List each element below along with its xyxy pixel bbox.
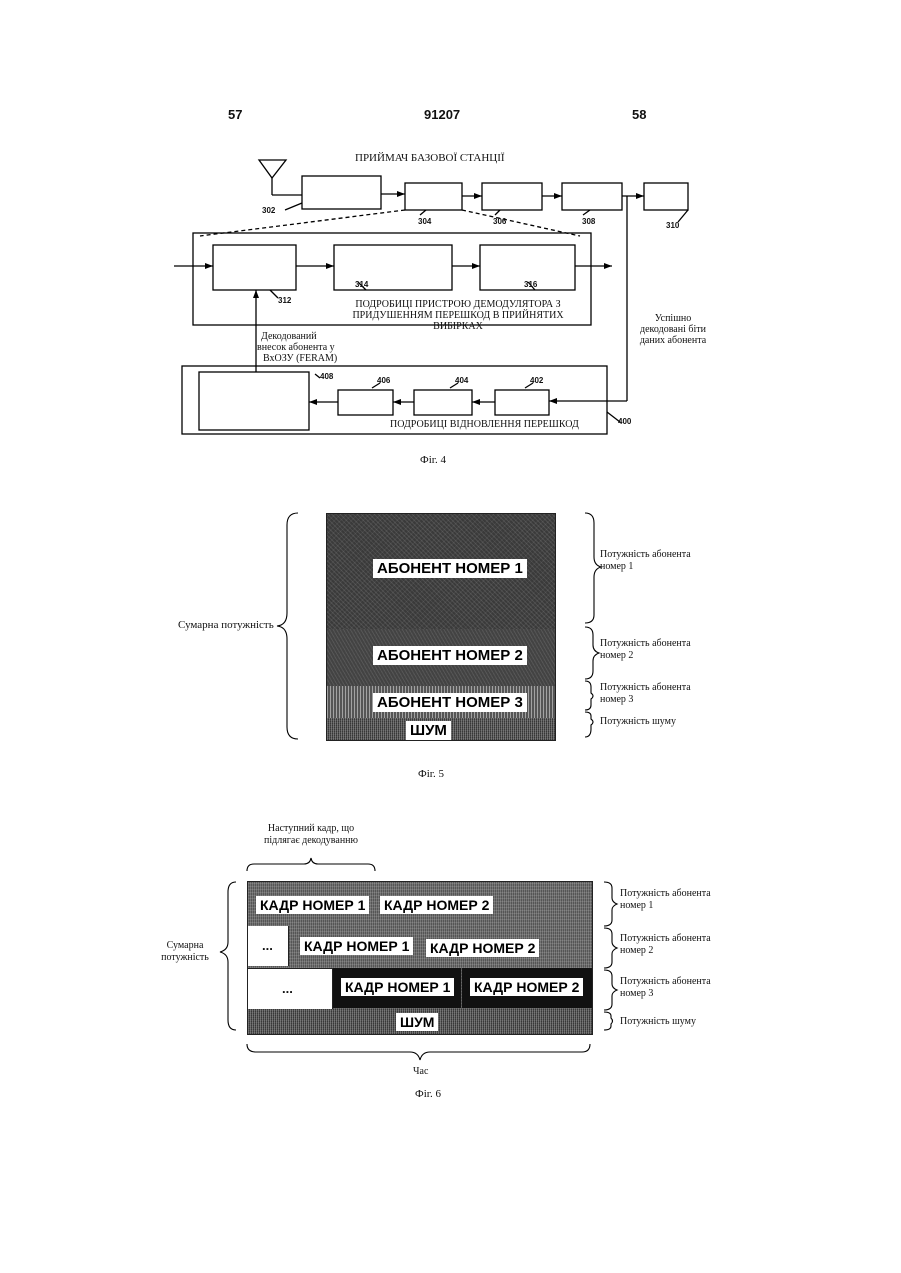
fig6-right-label-1: Потужність абонента номер 1 xyxy=(620,888,711,912)
decoded-label-line3: ВхОЗУ (FERAM) xyxy=(257,353,387,364)
fig6-row2-ellipsis: ... xyxy=(262,938,273,953)
decoded-label-line1: Декодований xyxy=(257,331,387,342)
box-314 xyxy=(334,245,452,290)
fig4-block-diagram xyxy=(0,0,901,480)
ref-316: 316 xyxy=(524,280,537,289)
ref-302: 302 xyxy=(262,206,275,215)
fig6-noise-band: ШУМ xyxy=(248,1009,592,1034)
ref-404: 404 xyxy=(455,376,468,385)
box-312 xyxy=(213,245,296,290)
fig6-row1-frame1-label: КАДР НОМЕР 1 xyxy=(256,896,369,914)
box-402 xyxy=(495,390,549,415)
fig5-block-1: АБОНЕНТ НОМЕР 1 xyxy=(327,514,555,629)
fig5-right-label-4: Потужність шуму xyxy=(600,716,676,728)
fig5-block-2: АБОНЕНТ НОМЕР 2 xyxy=(327,629,555,686)
fig4-caption: Фіг. 4 xyxy=(420,454,446,466)
fig6-row3-frame2-label: КАДР НОМЕР 2 xyxy=(470,978,583,996)
fig6-right-label-3-line2: номер 3 xyxy=(620,988,711,1000)
figure-6: Наступний кадр, що підлягає декодуванню … xyxy=(0,820,901,1110)
fig5-block-2-label: АБОНЕНТ НОМЕР 2 xyxy=(373,646,527,665)
ref-310: 310 xyxy=(666,221,679,230)
demod-label-line2: ПРИДУШЕННЯМ ПЕРЕШКОД В ПРИЙНЯТИХ ВИБІРКА… xyxy=(333,310,583,332)
fig5-right-label-2-line2: номер 2 xyxy=(600,650,691,662)
fig5-right-label-1-line2: номер 1 xyxy=(600,561,691,573)
box-308 xyxy=(562,183,622,210)
fig6-right-label-2-line1: Потужність абонента xyxy=(620,933,711,945)
ref-406: 406 xyxy=(377,376,390,385)
fig5-noise-label: ШУМ xyxy=(406,721,451,740)
fig6-row3-frame1-label: КАДР НОМЕР 1 xyxy=(341,978,454,996)
figure-5: АБОНЕНТ НОМЕР 1 АБОНЕНТ НОМЕР 2 АБОНЕНТ … xyxy=(0,505,901,795)
fig6-caption: Фіг. 6 xyxy=(415,1088,441,1100)
ref-400: 400 xyxy=(618,417,631,426)
ref-308: 308 xyxy=(582,217,595,226)
fig5-block-3-label: АБОНЕНТ НОМЕР 3 xyxy=(373,693,527,712)
fig6-row3-empty: ... xyxy=(248,968,333,1009)
fig5-right-label-1: Потужність абонента номер 1 xyxy=(600,549,691,573)
fig5-block-1-label: АБОНЕНТ НОМЕР 1 xyxy=(373,559,527,578)
demod-detail-label: ПОДРОБИЦІ ПРИСТРОЮ ДЕМОДУЛЯТОРА З ПРИДУШ… xyxy=(333,299,583,332)
figure-4: ПРИЙМАЧ БАЗОВОЇ СТАНЦІЇ xyxy=(0,0,901,480)
fig6-row2-frame1-label: КАДР НОМЕР 1 xyxy=(300,937,413,955)
fig6-right-label-4: Потужність шуму xyxy=(620,1016,696,1028)
fig6-row1-frame2-label: КАДР НОМЕР 2 xyxy=(380,896,493,914)
box-304 xyxy=(405,183,462,210)
fig5-power-stack: АБОНЕНТ НОМЕР 1 АБОНЕНТ НОМЕР 2 АБОНЕНТ … xyxy=(326,513,556,741)
ref-314: 314 xyxy=(355,280,368,289)
success-line3: даних абонента xyxy=(628,335,718,346)
success-line2: декодовані біти xyxy=(628,324,718,335)
fig6-right-label-1-line2: номер 1 xyxy=(620,900,711,912)
ref-306: 306 xyxy=(493,217,506,226)
fig6-right-label-3: Потужність абонента номер 3 xyxy=(620,976,711,1000)
fig5-right-label-2: Потужність абонента номер 2 xyxy=(600,638,691,662)
success-line1: Успішно xyxy=(628,313,718,324)
fig6-right-label-3-line1: Потужність абонента xyxy=(620,976,711,988)
fig5-right-label-3-line1: Потужність абонента xyxy=(600,682,691,694)
fig6-left-label-line2: потужність xyxy=(150,952,220,964)
fig6-row3-ellipsis: ... xyxy=(282,981,293,996)
fig6-right-label-1-line1: Потужність абонента xyxy=(620,888,711,900)
ref-402: 402 xyxy=(530,376,543,385)
box-404 xyxy=(414,390,472,415)
antenna-icon xyxy=(259,160,286,178)
fig5-right-label-3-line2: номер 3 xyxy=(600,694,691,706)
decoded-label-line2: внесок абонента у xyxy=(257,342,387,353)
fig5-right-label-2-line1: Потужність абонента xyxy=(600,638,691,650)
fig6-noise-label: ШУМ xyxy=(396,1013,438,1031)
fig6-row2-frame2-label: КАДР НОМЕР 2 xyxy=(426,939,539,957)
success-bits-label: Успішно декодовані біти даних абонента xyxy=(628,313,718,346)
ref-312: 312 xyxy=(278,296,291,305)
ref-408: 408 xyxy=(320,372,333,381)
fig6-total-power-label: Сумарна потужність xyxy=(150,940,220,964)
box-306 xyxy=(482,183,542,210)
fig6-right-label-2-line2: номер 2 xyxy=(620,945,711,957)
fig6-right-label-2: Потужність абонента номер 2 xyxy=(620,933,711,957)
fig5-block-3: АБОНЕНТ НОМЕР 3 xyxy=(327,686,555,718)
fig6-row3-frame2: КАДР НОМЕР 2 xyxy=(462,968,592,1008)
fig6-power-time-grid: КАДР НОМЕР 1 КАДР НОМЕР 2 ... КАДР НОМЕР… xyxy=(247,881,593,1035)
box-408 xyxy=(199,372,309,430)
fig6-time-label: Час xyxy=(413,1066,428,1078)
fig5-caption: Фіг. 5 xyxy=(418,768,444,780)
decoded-contribution-label: Декодований внесок абонента у ВхОЗУ (FER… xyxy=(257,331,387,364)
fig5-block-noise: ШУМ xyxy=(327,718,555,740)
fig6-row2-empty: ... xyxy=(248,926,289,966)
total-power-brace xyxy=(277,513,298,739)
recovery-detail-label: ПОДРОБИЦІ ВІДНОВЛЕННЯ ПЕРЕШКОД xyxy=(390,419,579,430)
ref-304: 304 xyxy=(418,217,431,226)
box-406 xyxy=(338,390,393,415)
fig6-row3-frame1: КАДР НОМЕР 1 xyxy=(333,968,461,1008)
demod-label-line1: ПОДРОБИЦІ ПРИСТРОЮ ДЕМОДУЛЯТОРА З xyxy=(333,299,583,310)
box-302 xyxy=(302,176,381,209)
fig5-right-label-1-line1: Потужність абонента xyxy=(600,549,691,561)
fig5-total-power-label: Сумарна потужність xyxy=(178,619,274,631)
fig5-right-label-3: Потужність абонента номер 3 xyxy=(600,682,691,706)
box-310 xyxy=(644,183,688,210)
fig6-left-label-line1: Сумарна xyxy=(150,940,220,952)
